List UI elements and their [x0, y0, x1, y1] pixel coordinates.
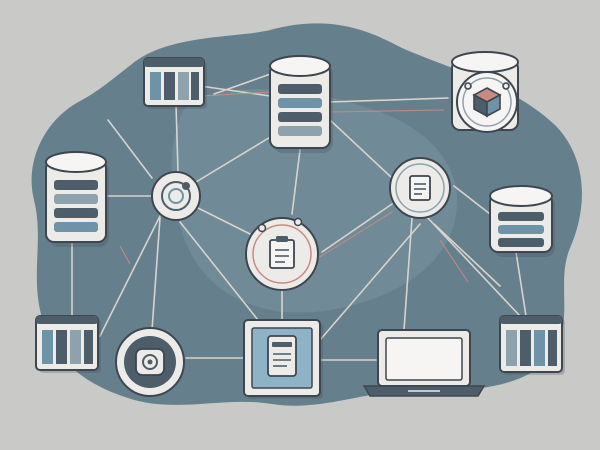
server-rack-bottom-left — [35, 315, 101, 373]
accent-link — [439, 239, 469, 283]
document-icon — [269, 236, 295, 269]
accent-link — [317, 211, 393, 259]
link — [179, 221, 259, 321]
database-icon — [498, 212, 544, 247]
server-rack-icon — [42, 330, 93, 364]
link — [319, 223, 421, 341]
document-icon — [267, 335, 297, 377]
server-rack-icon — [506, 330, 557, 366]
hub-node-dot — [293, 217, 303, 227]
camera-icon — [135, 348, 165, 376]
database-icon — [54, 180, 98, 232]
accent-link — [329, 109, 445, 113]
accent-lines — [119, 91, 469, 283]
badge-inner — [462, 77, 512, 127]
database-icon — [278, 84, 322, 136]
link — [321, 203, 393, 253]
connection-lines — [71, 59, 527, 361]
db-top — [45, 151, 107, 173]
link — [433, 223, 501, 287]
db-top — [451, 51, 519, 73]
link — [453, 185, 491, 215]
database-left — [45, 151, 109, 247]
link — [425, 215, 521, 317]
database-right — [489, 185, 555, 257]
server-rack-icon — [150, 72, 199, 100]
link — [193, 205, 251, 235]
link — [291, 149, 301, 215]
hub-inner — [252, 224, 312, 284]
laptop-bottom — [362, 329, 486, 397]
hub-document-right — [389, 157, 451, 219]
accent-link — [201, 91, 273, 97]
accent-link — [119, 245, 131, 265]
rack-header — [36, 316, 98, 324]
database-top-right — [451, 51, 519, 133]
link — [195, 135, 273, 183]
link — [329, 97, 449, 103]
hub-left — [151, 171, 201, 221]
background-cloud-highlight — [171, 89, 458, 313]
hub-camera-bottom-left — [115, 327, 185, 397]
link — [175, 103, 179, 173]
database-cube-icon — [464, 82, 510, 118]
hub-inner — [395, 163, 445, 213]
link — [515, 251, 527, 317]
document-panel-bottom — [243, 319, 323, 399]
link — [99, 215, 161, 337]
hub-document-center — [245, 217, 319, 291]
link — [403, 217, 413, 331]
hub-node-dot — [257, 223, 267, 233]
rack-header — [144, 58, 204, 67]
database-top-center — [269, 55, 333, 153]
hub-ring — [151, 171, 201, 221]
db-top — [489, 185, 553, 207]
rack-header — [500, 316, 562, 324]
link — [329, 119, 393, 179]
link — [107, 119, 153, 179]
db-top — [269, 55, 331, 77]
server-rack-top-left — [143, 57, 207, 109]
document-icon — [409, 175, 431, 201]
target-icon — [161, 181, 191, 211]
server-rack-bottom-right — [499, 315, 565, 375]
link — [199, 85, 271, 97]
laptop-icon — [362, 329, 486, 397]
link — [151, 217, 161, 331]
